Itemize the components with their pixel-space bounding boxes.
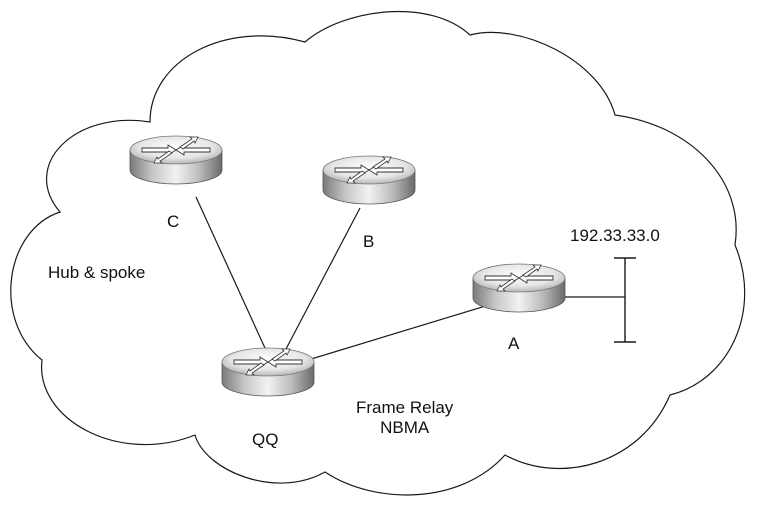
network-type-label: Hub & spoke [48, 263, 146, 282]
cloud-label-line1: Frame Relay [356, 398, 454, 417]
link-qq-b [274, 207, 361, 371]
link-qq-c [195, 196, 276, 371]
router-b-icon[interactable] [322, 155, 416, 205]
subnet-label: 192.33.33.0 [570, 226, 660, 245]
router-c-icon[interactable] [129, 135, 223, 185]
router-a-label: A [508, 334, 520, 353]
cloud-label: Frame Relay NBMA [356, 398, 453, 438]
router-c-label: C [167, 212, 180, 231]
router-b-label: B [363, 232, 375, 251]
subnet-segment [614, 257, 636, 343]
router-a-icon[interactable] [472, 263, 566, 313]
router-qq-label: QQ [252, 430, 279, 449]
router-qq-icon[interactable] [221, 347, 315, 397]
link-qq-a [274, 297, 513, 371]
frame-relay-cloud [10, 10, 746, 496]
cloud-label-line2: NBMA [380, 418, 430, 437]
